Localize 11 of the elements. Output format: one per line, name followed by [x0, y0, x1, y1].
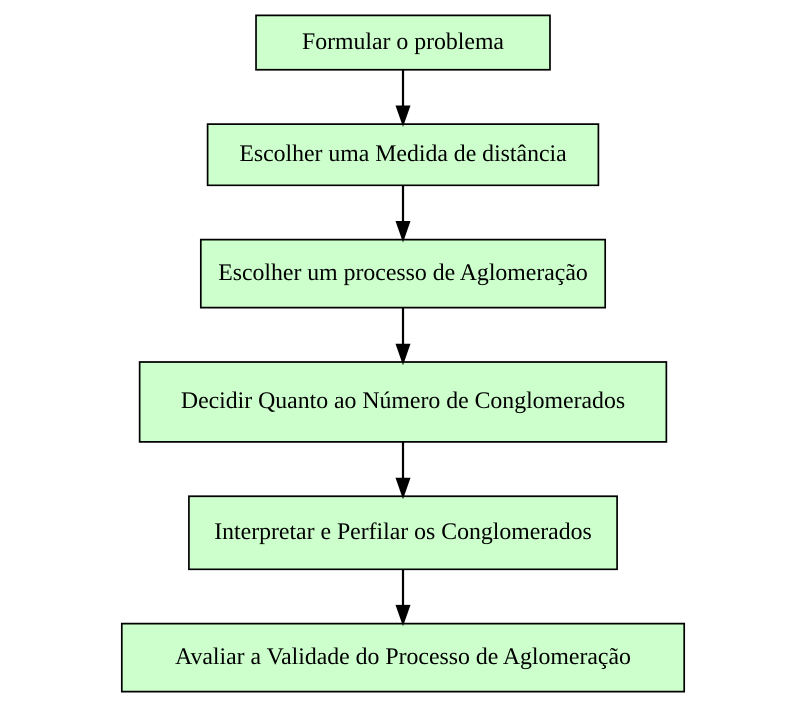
- node-box: Interpretar e Perfilar os Conglomerados: [188, 495, 618, 570]
- node-box: Decidir Quanto ao Número de Conglomerados: [138, 361, 668, 443]
- arrow: [396, 308, 410, 366]
- node-box: Escolher um processo de Aglomeração: [200, 238, 606, 308]
- arrow: [396, 186, 410, 242]
- arrow: [396, 70, 410, 127]
- node-box: Formular o problema: [255, 14, 551, 71]
- node-box: Escolher uma Medida de distância: [206, 123, 600, 186]
- arrow: [396, 570, 410, 626]
- arrow: [396, 442, 410, 500]
- node-box: Avaliar a Validade do Processo de Aglomeração: [120, 622, 686, 692]
